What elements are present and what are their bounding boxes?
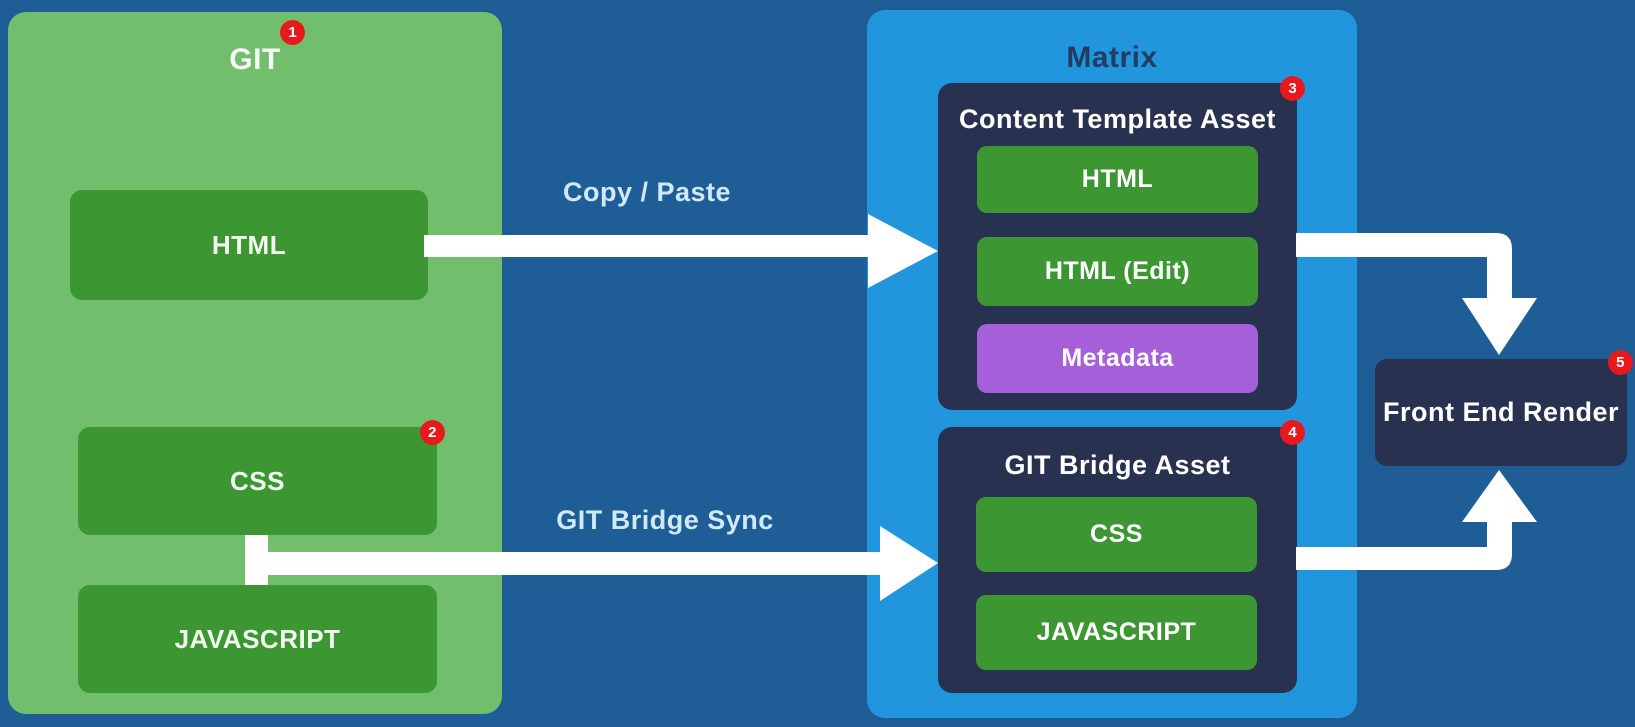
front-end-render-box: Front End Render 5 [1375, 350, 1633, 466]
content-template-asset-box: Content Template Asset 3 HTML HTML (Edit… [938, 76, 1305, 410]
git-panel: GIT 1 HTML CSS 2 JAVASCRIPT [8, 12, 502, 714]
cta-html-edit-label: HTML (Edit) [1044, 257, 1191, 285]
git-panel-title: GIT [229, 43, 281, 76]
git-css-box: CSS 2 [78, 420, 445, 535]
copy-paste-arrow-label: Copy / Paste [562, 177, 732, 207]
gba-css-label: CSS [1090, 520, 1143, 548]
step-badge-5: 5 [1608, 350, 1633, 375]
front-end-render-label: Front End Render [1383, 397, 1619, 427]
gba-javascript-item: JAVASCRIPT [976, 595, 1257, 670]
gba-javascript-label: JAVASCRIPT [1036, 618, 1197, 646]
step-badge-2: 2 [420, 420, 445, 445]
gba-css-item: CSS [976, 497, 1257, 572]
cta-html-item: HTML [977, 146, 1258, 213]
cta-html-edit-item: HTML (Edit) [977, 237, 1258, 306]
git-bridge-asset-box: GIT Bridge Asset 4 CSS JAVASCRIPT [938, 420, 1305, 693]
git-bridge-sync-arrow-label: GIT Bridge Sync [556, 505, 774, 535]
cta-metadata-label: Metadata [1061, 344, 1174, 372]
cta-metadata-item: Metadata [977, 324, 1258, 393]
step-badge-4: 4 [1280, 420, 1305, 445]
git-javascript-label: JAVASCRIPT [174, 623, 341, 654]
git-html-box: HTML [70, 190, 428, 300]
git-html-label: HTML [211, 229, 287, 260]
cta-html-label: HTML [1081, 165, 1154, 193]
matrix-panel-title: Matrix [1066, 41, 1158, 74]
content-template-asset-title: Content Template Asset [958, 104, 1277, 134]
step-badge-3: 3 [1280, 76, 1305, 101]
git-bridge-asset-title: GIT Bridge Asset [1004, 450, 1231, 480]
git-css-label: CSS [230, 465, 285, 496]
step-badge-1: 1 [280, 20, 305, 45]
matrix-panel: Matrix Content Template Asset 3 HTML HTM… [867, 10, 1357, 718]
git-javascript-box: JAVASCRIPT [78, 585, 437, 693]
